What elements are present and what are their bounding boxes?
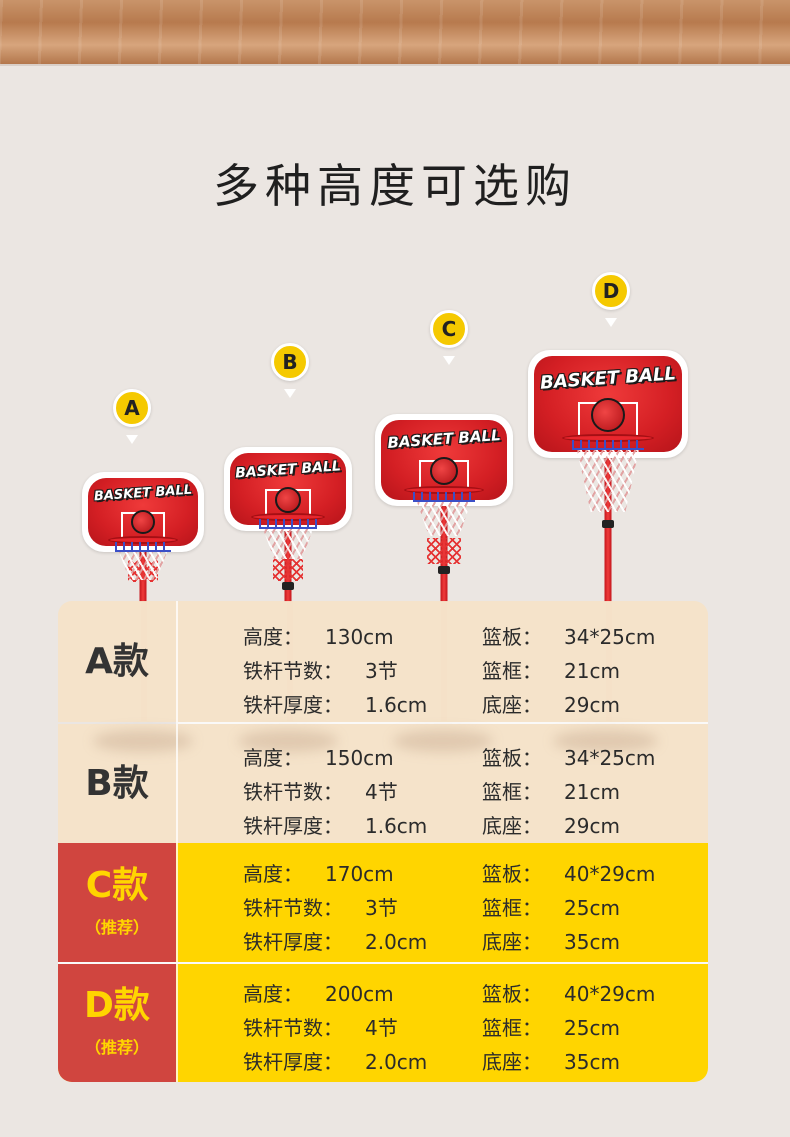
spec-base: 底座：35cm (482, 1050, 620, 1074)
hoop-b-board-text: BASKET BALL (234, 457, 342, 482)
hoop-b-net (263, 529, 313, 559)
spec-height: 高度：150cm (243, 746, 394, 770)
badge-d: D (592, 272, 630, 310)
row-c-label: C款 （推荐） (58, 843, 176, 962)
basketball-icon (591, 398, 625, 432)
spec-height: 高度：200cm (243, 982, 394, 1006)
spec-row-b: B款 高度：150cm 铁杆节数：4节 铁杆厚度：1.6cm 篮板：34*25c… (58, 724, 708, 843)
spec-rim: 篮框：25cm (482, 1016, 620, 1040)
badge-c-pointer (443, 356, 455, 365)
spec-sections: 铁杆节数：3节 (243, 659, 398, 683)
page-headline: 多种高度可选购 (213, 159, 577, 213)
hoop-c-backboard: BASKET BALL (375, 414, 513, 506)
hoop-c-net (417, 502, 471, 536)
ghost-base-a (93, 730, 193, 752)
spec-sections: 铁杆节数：4节 (243, 780, 398, 804)
spec-height: 高度：130cm (243, 625, 394, 649)
spec-base: 底座：35cm (482, 930, 620, 954)
row-a-specs: 高度：130cm 铁杆节数：3节 铁杆厚度：1.6cm 篮板：34*25cm 篮… (243, 601, 708, 722)
hoop-c-board-text: BASKET BALL (386, 425, 502, 452)
spec-rim: 篮框：21cm (482, 780, 620, 804)
hoop-c-net-top (413, 492, 475, 502)
recommended-tag: （推荐） (84, 1038, 149, 1057)
ghost-base-b (238, 730, 338, 752)
badge-b-pointer (284, 389, 296, 398)
row-b-specs: 高度：150cm 铁杆节数：4节 铁杆厚度：1.6cm 篮板：34*25cm 篮… (243, 724, 708, 843)
hoop-c: BASKET BALL (375, 414, 513, 602)
row-divider (176, 724, 178, 843)
hoop-d-board-text: BASKET BALL (539, 362, 677, 394)
spec-row-a: A款 高度：130cm 铁杆节数：3节 铁杆厚度：1.6cm 篮板：34*25c… (58, 601, 708, 722)
hoop-a-net-top (115, 542, 171, 552)
hoop-a-board-text: BASKET BALL (93, 482, 193, 505)
model-name: B款 (85, 762, 149, 804)
row-separator (58, 962, 708, 964)
spec-thickness: 铁杆厚度：1.6cm (243, 814, 428, 838)
hoop-c-pole-net (427, 538, 461, 564)
spec-backboard: 篮板：40*29cm (482, 982, 656, 1006)
spec-sections: 铁杆节数：3节 (243, 896, 398, 920)
spec-backboard: 篮板：34*25cm (482, 625, 656, 649)
spec-rim: 篮框：25cm (482, 896, 620, 920)
hoop-b-joint (282, 582, 294, 590)
spec-thickness: 铁杆厚度：2.0cm (243, 930, 428, 954)
badge-a-pointer (126, 435, 138, 444)
spec-base: 底座：29cm (482, 814, 620, 838)
model-name: D款 (84, 985, 150, 1026)
hoop-a: BASKET BALL (82, 472, 204, 602)
badge-c: C (430, 310, 468, 348)
hoop-a-net (119, 552, 167, 580)
hoop-b: BASKET BALL (224, 447, 352, 602)
row-b-label: B款 (58, 724, 176, 843)
model-name: A款 (85, 640, 149, 682)
wood-floor-banner (0, 0, 790, 66)
hoop-d-pole (604, 428, 612, 602)
spec-backboard: 篮板：40*29cm (482, 862, 656, 886)
row-a-label: A款 (58, 601, 176, 722)
spec-backboard: 篮板：34*25cm (482, 746, 656, 770)
badge-b: B (271, 343, 309, 381)
row-d-label: D款 （推荐） (58, 964, 176, 1082)
ghost-base-c (393, 730, 493, 752)
spec-table: A款 高度：130cm 铁杆节数：3节 铁杆厚度：1.6cm 篮板：34*25c… (58, 601, 708, 1082)
spec-sections: 铁杆节数：4节 (243, 1016, 398, 1040)
hoop-d-joint (602, 520, 614, 528)
row-divider (176, 843, 178, 962)
recommended-tag: （推荐） (84, 917, 149, 937)
spec-base: 底座：29cm (482, 693, 620, 717)
row-divider (176, 964, 178, 1082)
ghost-base-d (553, 730, 658, 752)
row-separator (176, 722, 708, 724)
row-c-specs: 高度：170cm 铁杆节数：3节 铁杆厚度：2.0cm 篮板：40*29cm 篮… (243, 843, 708, 962)
spec-thickness: 铁杆厚度：1.6cm (243, 693, 428, 717)
hoop-c-joint (438, 566, 450, 574)
badge-d-pointer (605, 318, 617, 327)
spec-rim: 篮框：21cm (482, 659, 620, 683)
basketball-icon (131, 510, 155, 534)
hoop-b-pole-net (273, 559, 303, 581)
spec-height: 高度：170cm (243, 862, 394, 886)
model-name: C款 (85, 864, 149, 906)
spec-thickness: 铁杆厚度：2.0cm (243, 1050, 428, 1074)
hoop-d-net-top (572, 440, 644, 450)
hoop-b-net-top (259, 519, 317, 529)
basketball-icon (430, 457, 458, 485)
hoop-d: BASKET BALL (528, 350, 688, 602)
hoop-a-backboard: BASKET BALL (82, 472, 204, 552)
badge-a: A (113, 389, 151, 427)
basketball-icon (275, 487, 301, 513)
row-d-specs: 高度：200cm 铁杆节数：4节 铁杆厚度：2.0cm 篮板：40*29cm 篮… (243, 964, 708, 1082)
row-divider (176, 601, 178, 722)
spec-row-c: C款 （推荐） 高度：170cm 铁杆节数：3节 铁杆厚度：2.0cm 篮板：4… (58, 843, 708, 962)
spec-row-d: D款 （推荐） 高度：200cm 铁杆节数：4节 铁杆厚度：2.0cm 篮板：4… (58, 964, 708, 1082)
hoop-d-net (577, 450, 639, 512)
